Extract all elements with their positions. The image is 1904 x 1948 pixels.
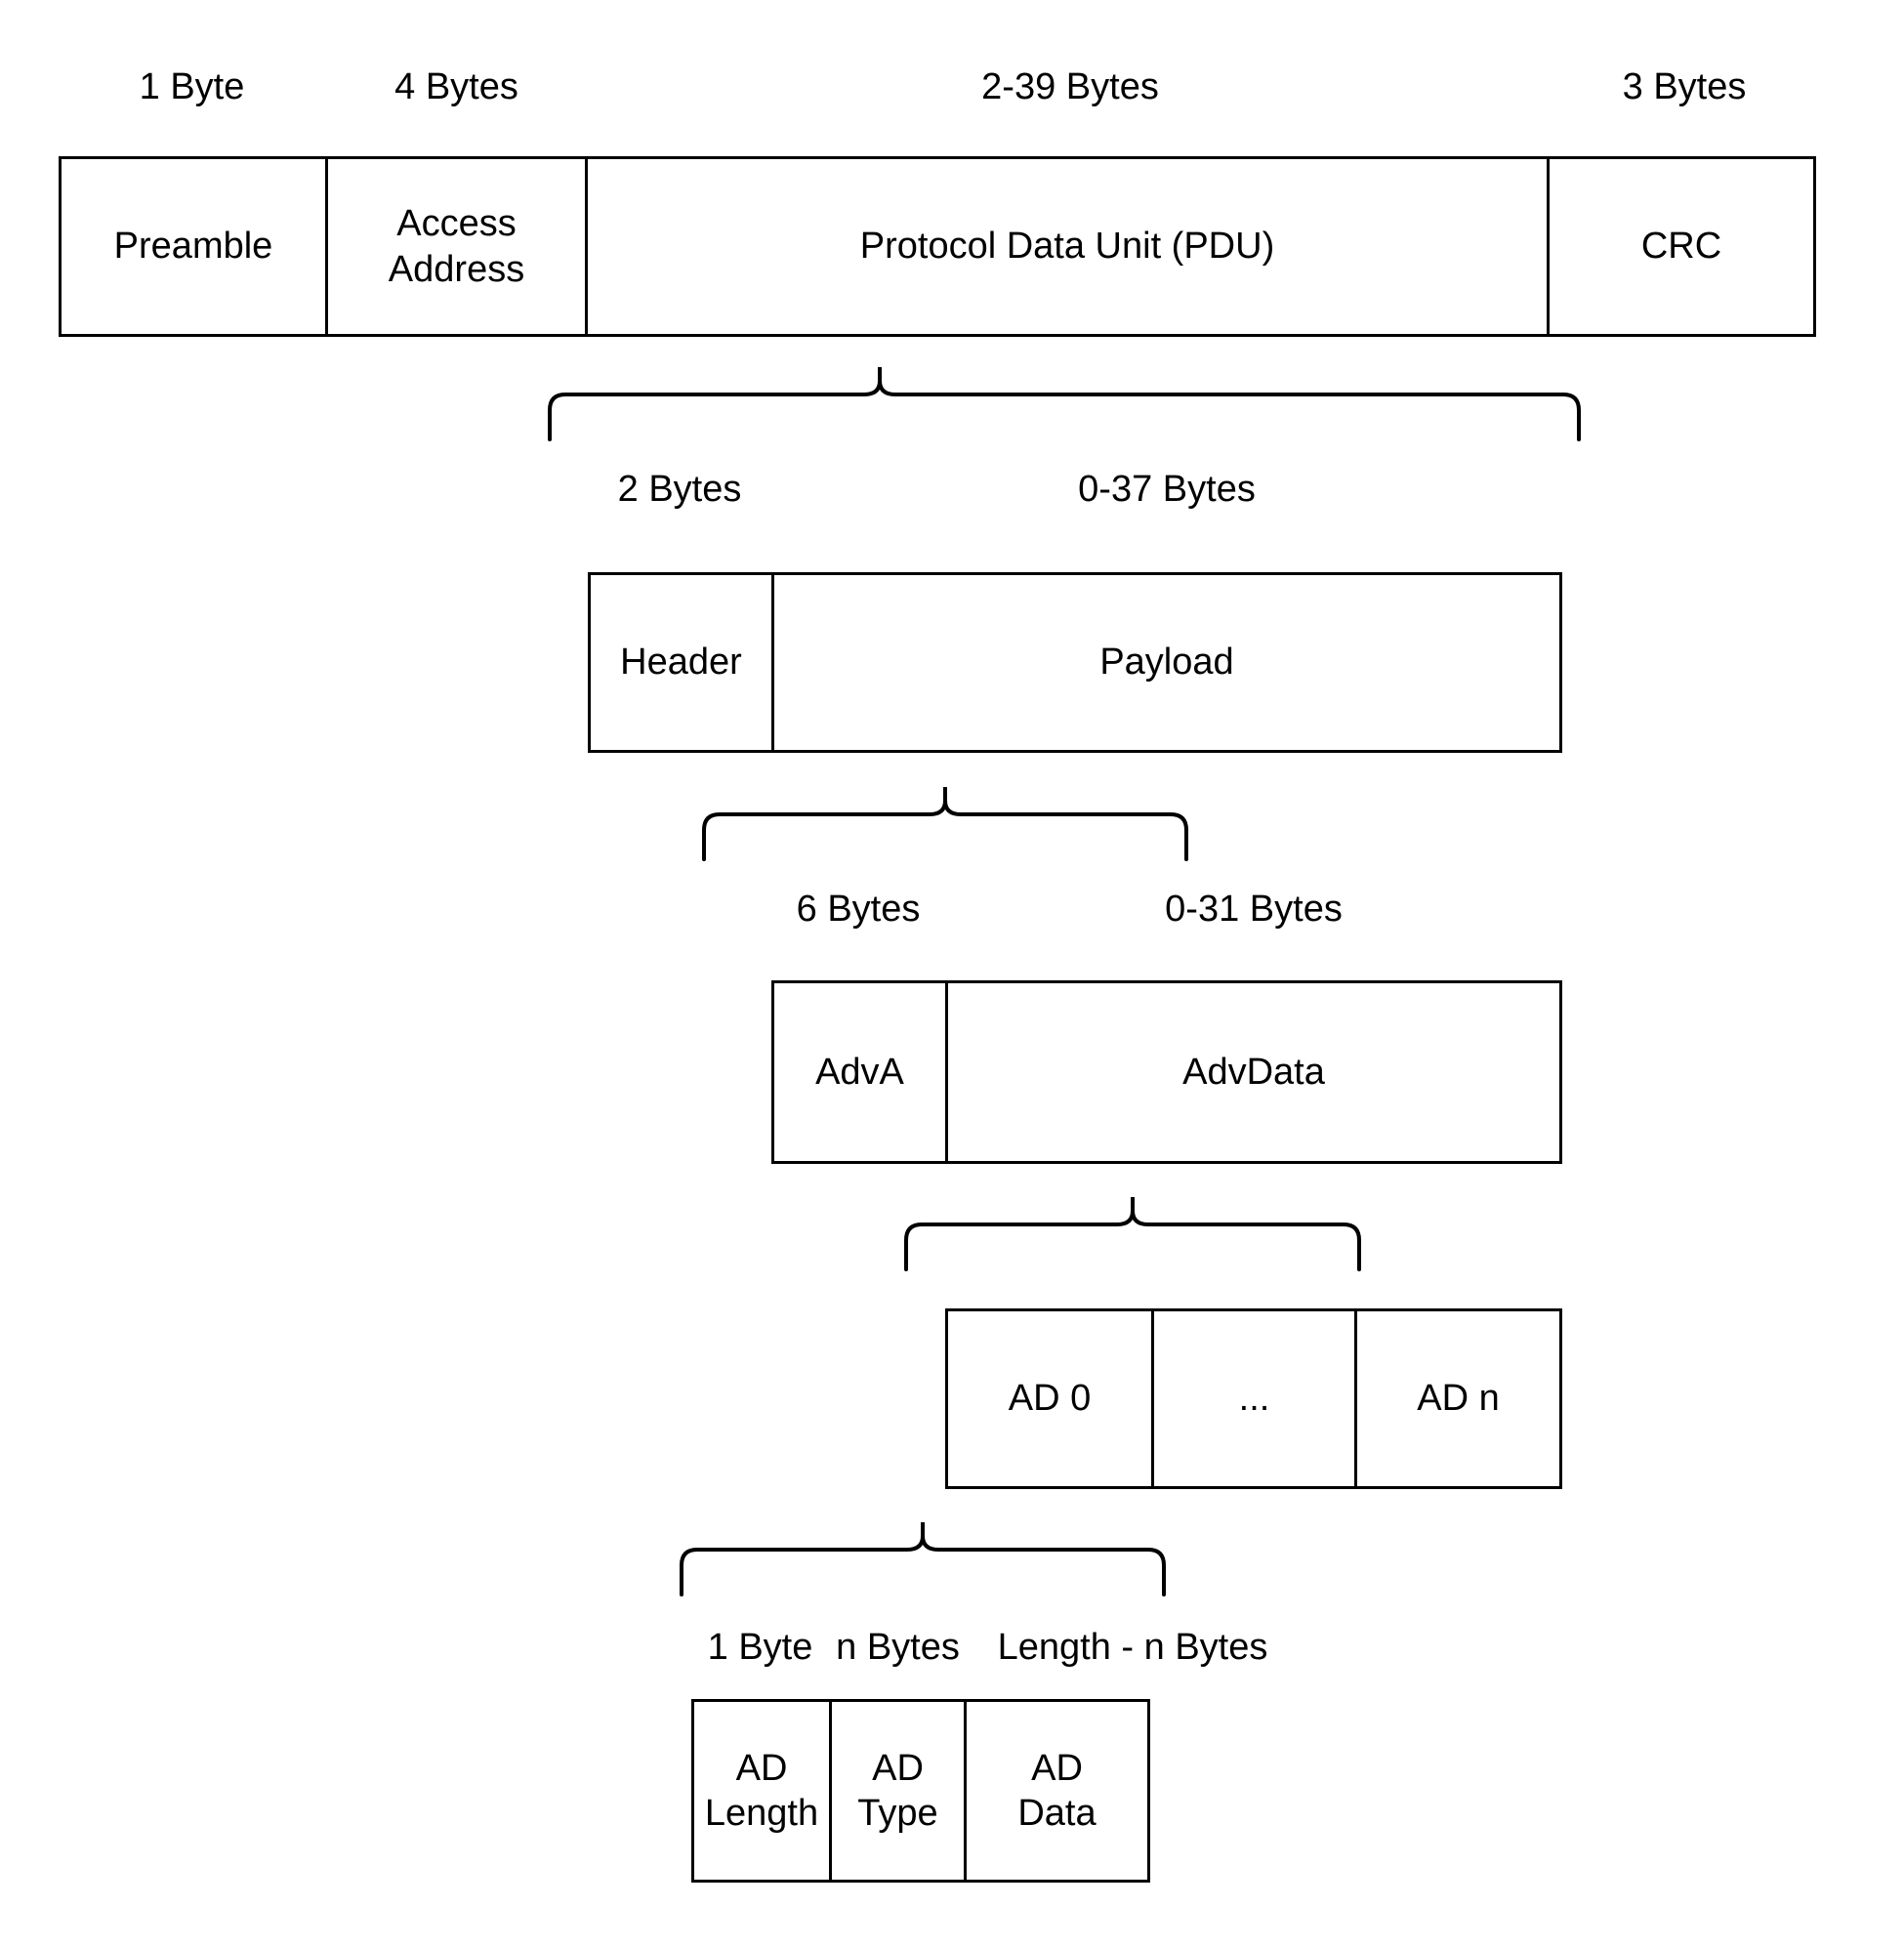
field-pdu[interactable]: Protocol Data Unit (PDU) <box>585 159 1547 334</box>
field-adva[interactable]: AdvA <box>815 1051 904 1093</box>
size-label-adva: 6 Bytes <box>796 889 921 930</box>
field-ad-type[interactable]: AD Type <box>829 1702 964 1880</box>
size-label-access-address: 4 Bytes <box>394 66 518 107</box>
payload-row: AdvA AdvData <box>771 980 1562 1164</box>
brace-payload-to-adva-advdata <box>701 783 1189 861</box>
brace-pdu-to-header-payload <box>547 363 1582 441</box>
field-access-address[interactable]: Access Address <box>325 159 585 334</box>
ad-structure-row: AD Length AD Type AD Data <box>691 1699 1150 1883</box>
advdata-row: AD 0 ... AD n <box>945 1308 1562 1489</box>
field-preamble[interactable]: Preamble <box>113 226 273 268</box>
field-ad-data[interactable]: AD Data <box>964 1702 1147 1880</box>
field-ad-ellipsis[interactable]: ... <box>1151 1311 1354 1486</box>
brace-ad-to-ad-fields <box>679 1518 1167 1596</box>
field-header[interactable]: Header <box>620 642 742 684</box>
link-layer-packet-row: Preamble Access Address Protocol Data Un… <box>59 156 1816 337</box>
size-label-advdata: 0-31 Bytes <box>1165 889 1343 930</box>
size-label-ad-data: Length - n Bytes <box>997 1627 1268 1668</box>
brace-advdata-to-ad-list <box>903 1193 1362 1271</box>
size-label-header: 2 Bytes <box>617 469 742 510</box>
field-ad-length[interactable]: AD Length <box>704 1747 819 1834</box>
field-crc[interactable]: CRC <box>1547 159 1813 334</box>
size-label-payload: 0-37 Bytes <box>1078 469 1256 510</box>
field-advdata[interactable]: AdvData <box>945 983 1559 1161</box>
size-label-ad-type: n Bytes <box>836 1627 960 1668</box>
size-label-pdu: 2-39 Bytes <box>981 66 1159 107</box>
field-ad-n[interactable]: AD n <box>1354 1311 1559 1486</box>
size-label-preamble: 1 Byte <box>139 66 245 107</box>
field-payload[interactable]: Payload <box>771 575 1559 750</box>
field-ad-0[interactable]: AD 0 <box>1008 1378 1092 1420</box>
size-label-crc: 3 Bytes <box>1622 66 1747 107</box>
size-label-ad-length: 1 Byte <box>707 1627 813 1668</box>
pdu-row: Header Payload <box>588 572 1562 753</box>
